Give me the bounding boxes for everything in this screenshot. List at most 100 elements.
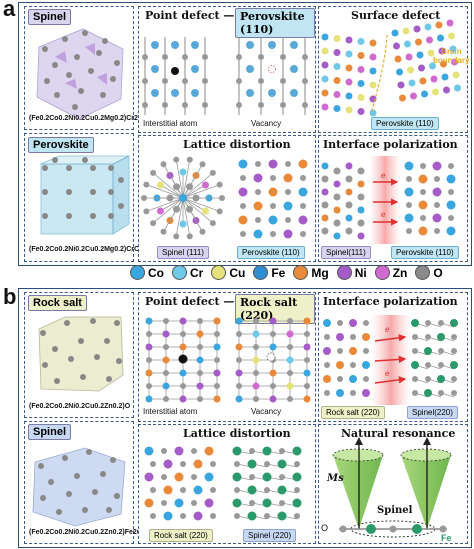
- interface-atom: [411, 319, 419, 327]
- rocksalt-atom: [235, 369, 243, 377]
- interface-tag-left-b: Rock salt (220): [321, 406, 385, 419]
- bond: [163, 197, 184, 232]
- interface-atom: [336, 361, 344, 369]
- rocksalt-atom: [269, 343, 277, 351]
- legend-cr: Cr: [172, 265, 203, 280]
- lattice-tag-left-a: Spinel (111): [157, 246, 209, 259]
- surface-atom: [357, 66, 365, 73]
- bond: [182, 164, 203, 199]
- spinel-formula-b: (Fe0.2Co0.2Ni0.2Cu0.2Zn0.2)Fe2O4: [29, 529, 147, 536]
- rocksalt-atom: [162, 330, 170, 338]
- surface-atom: [357, 52, 365, 59]
- surface-atom: [429, 62, 436, 70]
- lattice-atom: [202, 207, 210, 215]
- rocksalt-atom: [214, 331, 220, 337]
- surface-atom: [393, 42, 400, 50]
- spinel-tag-a: Spinel: [28, 9, 72, 25]
- lattice-atom: [186, 233, 193, 240]
- surface-atom: [345, 92, 353, 100]
- rocksalt-atom: [213, 395, 221, 403]
- rocksalt-atom: [180, 383, 186, 389]
- surface-atom: [430, 75, 438, 83]
- electron-a-2: e: [381, 210, 386, 219]
- interface-box-b: Interface polarization e e Rock salt (22…: [318, 292, 468, 422]
- point-defect-tag-a: Perovskite (110): [235, 8, 315, 38]
- surface-atom: [321, 47, 329, 55]
- interface-atom: [448, 215, 454, 221]
- rocksalt-atom: [214, 383, 220, 389]
- rocksalt-formula: (Fe0.2Co0.2Ni0.2Cu0.2Zn0.2)O: [29, 403, 131, 410]
- lattice-atom: [161, 500, 167, 506]
- lattice-atom: [219, 195, 225, 201]
- bond: [175, 197, 184, 237]
- surface-atom: [410, 92, 417, 100]
- interface-atom: [324, 334, 330, 340]
- interface-atom: [448, 163, 454, 169]
- interface-atom: [321, 201, 329, 209]
- lattice-atom: [285, 217, 291, 223]
- interface-atom: [418, 200, 428, 210]
- lattice-atom: [247, 511, 257, 521]
- surface-atom: [441, 73, 449, 81]
- surface-atom: [321, 33, 329, 41]
- interface-atom: [345, 227, 353, 235]
- interface-atom: [451, 334, 457, 340]
- legend-o: O: [415, 265, 443, 280]
- surface-atom: [407, 66, 414, 74]
- rocksalt-structure-box: Rock salt (Fe0.2Co0.2Ni0.2Cu0.2Zn0.2)O: [24, 292, 134, 418]
- lattice-atom: [143, 208, 150, 215]
- lattice-atom: [204, 498, 214, 508]
- surface-atom: [440, 60, 447, 68]
- bond: [146, 197, 184, 212]
- surface-atom: [399, 94, 406, 102]
- surface-atom: [427, 49, 435, 57]
- lattice-atom: [160, 228, 167, 235]
- lattice-atom: [210, 487, 216, 493]
- interface-atom: [345, 188, 353, 196]
- lattice-atom: [232, 498, 242, 508]
- rocksalt-atom: [287, 318, 293, 324]
- interface-atom: [350, 334, 356, 340]
- rocksalt-atom: [270, 383, 276, 389]
- rocksalt-atom: [304, 331, 310, 337]
- interface-atom: [424, 389, 432, 397]
- point-defect-box-a: Point defect — Perovskite (110) Intersti…: [138, 6, 316, 133]
- natural-resonance-box: Natural resonance Ms Spinel O Fe: [318, 424, 468, 544]
- interface-atom: [438, 390, 444, 396]
- legend-zn-label: Zn: [392, 265, 408, 280]
- vacancy-label-a: Vacancy: [251, 119, 282, 128]
- lattice-atom: [283, 173, 293, 183]
- interface-atom: [411, 361, 419, 369]
- lattice-atom: [144, 446, 154, 456]
- spinel-formula-a: (Fe0.2Co0.2Ni0.2Cu0.2Mg0.2)Cr2O4: [29, 115, 148, 122]
- surface-atom: [432, 88, 439, 96]
- lattice-atom: [191, 474, 197, 480]
- interface-atom: [362, 333, 370, 341]
- interface-atom: [446, 226, 456, 236]
- lattice-atom: [277, 485, 287, 495]
- rocksalt-atom: [162, 382, 170, 390]
- lattice-atom: [262, 446, 272, 456]
- electron-b-1: e: [385, 325, 390, 334]
- bond: [163, 164, 184, 199]
- interface-atom: [321, 162, 329, 170]
- lattice-atom: [180, 461, 186, 467]
- interface-atom: [412, 348, 418, 354]
- surface-atom: [418, 64, 425, 72]
- interface-atom: [434, 176, 440, 182]
- lattice-atom: [255, 217, 261, 223]
- surface-atom: [415, 38, 422, 46]
- rocksalt-atom: [146, 357, 152, 363]
- legend-mg-label: Mg: [311, 265, 329, 280]
- lattice-atom: [249, 500, 255, 506]
- lattice-atom: [156, 181, 164, 189]
- interface-atom: [357, 219, 365, 227]
- lattice-atom: [292, 498, 302, 508]
- rocksalt-atom: [287, 370, 293, 376]
- lattice-atom: [202, 181, 210, 189]
- fe-label: Fe: [441, 533, 452, 543]
- interface-atom: [437, 375, 445, 383]
- interface-atom: [418, 226, 428, 236]
- interface-atom: [357, 193, 365, 201]
- lattice-distortion-box-a: Lattice distortion Spinel (111) Perovski…: [138, 135, 316, 262]
